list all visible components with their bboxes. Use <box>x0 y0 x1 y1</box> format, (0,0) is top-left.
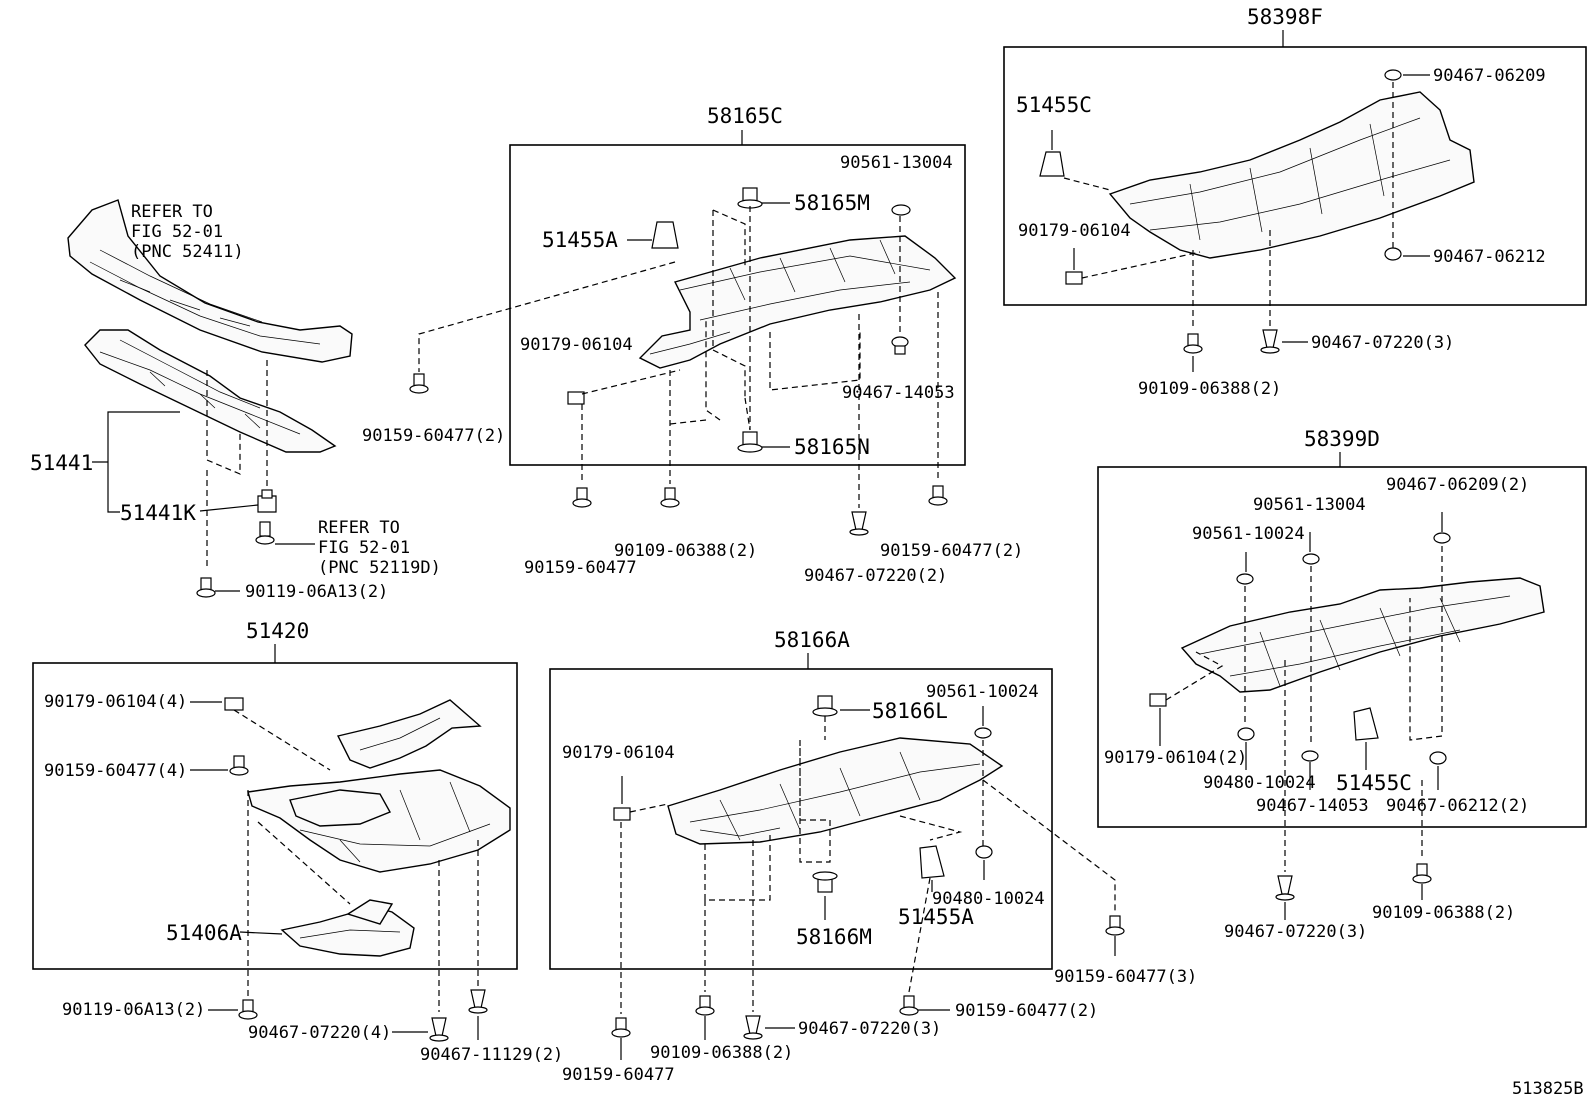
fastener-group-58398f <box>1039 69 1402 354</box>
label-51455c-upper: 51455C <box>1016 93 1092 117</box>
label-90467-07220-4: 90467-07220(4) <box>248 1023 391 1043</box>
label-90179-06104-4: 90179-06104(4) <box>44 692 187 712</box>
cover-58166a-part <box>667 737 1004 845</box>
refer-note-1-line3: (PNC 52411) <box>131 242 244 262</box>
label-51455c-lower: 51455C <box>1336 771 1412 795</box>
label-90159-60477-2-right: 90159-60477(2) <box>880 541 1023 561</box>
box-58166a <box>549 668 1053 970</box>
box-58399d <box>1097 466 1587 828</box>
label-90467-11129-2: 90467-11129(2) <box>420 1045 563 1065</box>
label-90467-06212-2: 90467-06212(2) <box>1386 796 1529 816</box>
label-58399d: 58399D <box>1304 427 1380 451</box>
label-51441: 51441 <box>30 451 93 475</box>
label-90561-10024-center: 90561-10024 <box>926 682 1039 702</box>
label-51420: 51420 <box>246 619 309 643</box>
label-90480-10024-center: 90480-10024 <box>932 889 1045 909</box>
label-90159-60477-2-left: 90159-60477(2) <box>362 426 505 446</box>
cover-58399d-part <box>1180 577 1545 693</box>
cover-51406a-part <box>280 899 415 957</box>
label-90561-10024-right: 90561-10024 <box>1192 524 1305 544</box>
refer-note-2-line3: (PNC 52119D) <box>318 558 441 578</box>
cover-58165c-part <box>638 235 957 369</box>
label-90467-14053-upper: 90467-14053 <box>842 383 955 403</box>
label-90467-07220-3-upper: 90467-07220(3) <box>1311 333 1454 353</box>
figure-id: 513825B <box>1512 1079 1584 1099</box>
bolt-90119-06a13-a <box>196 577 216 598</box>
label-90179-06104-2: 90179-06104(2) <box>1104 748 1247 768</box>
label-58165n: 58165N <box>794 435 870 459</box>
label-90480-10024-right: 90480-10024 <box>1203 773 1316 793</box>
label-90109-06388-2-far-right: 90109-06388(2) <box>1372 903 1515 923</box>
label-90561-13004-right: 90561-13004 <box>1253 495 1366 515</box>
label-90119-06a13-2-bottom: 90119-06A13(2) <box>62 1000 205 1020</box>
label-90467-07220-3-bottom: 90467-07220(3) <box>798 1019 941 1039</box>
box-58398f <box>1003 46 1587 306</box>
fastener-group-58165c <box>409 187 948 536</box>
shield-51420-upper-part <box>336 699 482 769</box>
label-90561-13004-upper: 90561-13004 <box>840 153 953 173</box>
label-90159-60477-2-bottom: 90159-60477(2) <box>955 1001 1098 1021</box>
label-51455a-lower: 51455A <box>898 905 974 929</box>
label-90179-06104-center: 90179-06104 <box>562 743 675 763</box>
label-58166l: 58166L <box>872 699 948 723</box>
label-51455a-upper: 51455A <box>542 228 618 252</box>
label-51406a: 51406A <box>166 921 242 945</box>
fastener-group-58399d <box>1149 532 1451 901</box>
refer-note-1-line2: FIG 52-01 <box>131 222 223 242</box>
label-90467-14053-right: 90467-14053 <box>1256 796 1369 816</box>
label-58166m: 58166M <box>796 925 872 949</box>
fastener-group-51420 <box>224 697 488 1042</box>
clip-51441k <box>257 489 277 513</box>
label-90159-60477-4: 90159-60477(4) <box>44 761 187 781</box>
cover-58398f-part <box>1108 91 1475 259</box>
label-51441k: 51441K <box>120 501 196 525</box>
label-90109-06388-2-bottom: 90109-06388(2) <box>650 1043 793 1063</box>
bolt-refer-52119d <box>255 521 275 545</box>
box-58165c <box>509 144 966 466</box>
label-90467-06212: 90467-06212 <box>1433 247 1546 267</box>
label-58398f: 58398F <box>1247 5 1323 29</box>
label-90159-60477-bottom: 90159-60477 <box>562 1065 675 1085</box>
label-58165c: 58165C <box>707 104 783 128</box>
label-90467-07220-3-right: 90467-07220(3) <box>1224 922 1367 942</box>
cover-51420-part <box>247 769 511 873</box>
label-58166a: 58166A <box>774 628 850 652</box>
label-90467-06209: 90467-06209 <box>1433 66 1546 86</box>
label-90109-06388-2-right: 90109-06388(2) <box>1138 379 1281 399</box>
label-90159-60477-3: 90159-60477(3) <box>1054 967 1197 987</box>
label-90467-06209-2: 90467-06209(2) <box>1386 475 1529 495</box>
bumper-cover-part <box>67 199 353 363</box>
label-90159-60477-upper: 90159-60477 <box>524 558 637 578</box>
refer-note-2-line1: REFER TO <box>318 518 400 538</box>
label-90179-06104-upper: 90179-06104 <box>520 335 633 355</box>
label-58165m: 58165M <box>794 191 870 215</box>
label-90109-06388-2-upper: 90109-06388(2) <box>614 541 757 561</box>
refer-note-2-line2: FIG 52-01 <box>318 538 410 558</box>
refer-note-1-line1: REFER TO <box>131 202 213 222</box>
fastener-group-58166a <box>611 695 1125 1040</box>
label-90179-06104-right: 90179-06104 <box>1018 221 1131 241</box>
label-90119-06a13-2-top: 90119-06A13(2) <box>245 582 388 602</box>
label-90467-07220-2: 90467-07220(2) <box>804 566 947 586</box>
